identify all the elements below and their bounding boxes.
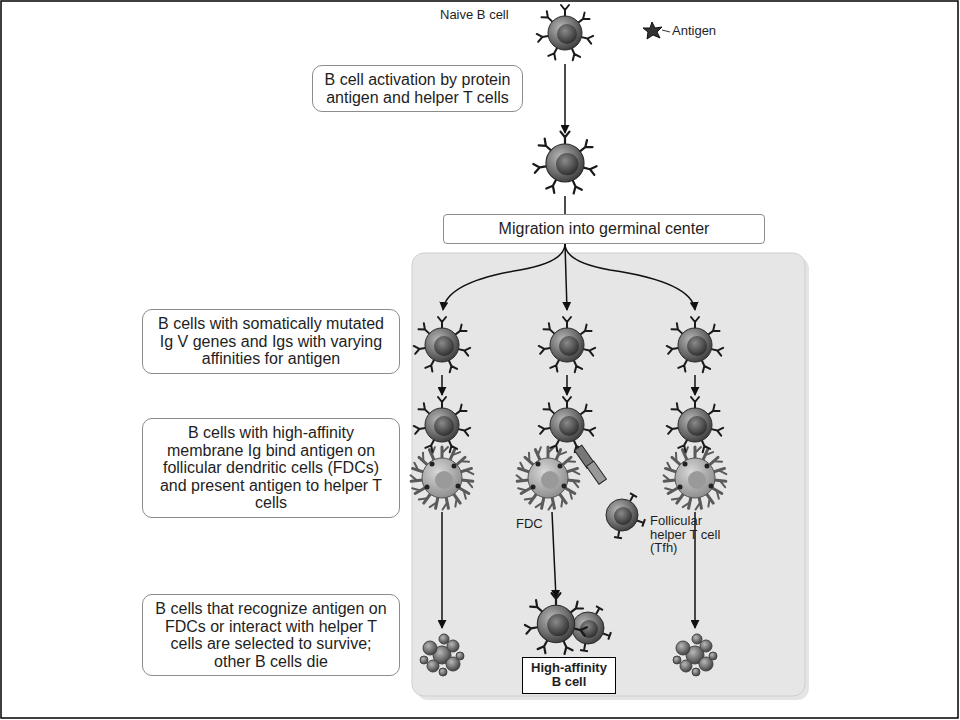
activated-b-cell xyxy=(533,132,596,194)
node-text: B cells that recognize antigen on FDCs o… xyxy=(151,600,391,670)
node-text: B cells with somatically mutated Ig V ge… xyxy=(151,315,391,368)
step-description: B cells with somatically mutated Ig V ge… xyxy=(142,309,400,374)
process-box: B cell activation by protein antigen and… xyxy=(312,65,523,112)
node-text: B cell activation by protein antigen and… xyxy=(321,71,514,106)
apoptotic-b-cell xyxy=(420,634,464,676)
branch-arrows xyxy=(443,244,695,310)
antigen-binding-b-cells xyxy=(414,397,723,452)
apoptotic-b-cell xyxy=(673,634,717,676)
result-box: High-affinity B cell xyxy=(522,657,616,694)
surviving-cells xyxy=(525,593,611,654)
tfh-label: Follicular helper T cell (Tfh) xyxy=(650,514,724,555)
b-t-interaction xyxy=(574,445,645,538)
flow-line xyxy=(564,196,566,215)
naive-b-cell xyxy=(537,5,593,60)
antigen-symbol xyxy=(643,22,670,39)
fdc-label: FDC xyxy=(516,517,550,531)
node-text: Migration into germinal center xyxy=(452,220,756,238)
germinal-center-region xyxy=(412,253,805,696)
fdc-cells xyxy=(411,447,727,510)
mutated-b-cells xyxy=(414,317,723,372)
process-box: Migration into germinal center xyxy=(443,214,765,244)
node-text: B cells with high-affinity membrane Ig b… xyxy=(151,424,391,512)
step-description: B cells with high-affinity membrane Ig b… xyxy=(142,418,400,518)
step-description: B cells that recognize antigen on FDCs o… xyxy=(142,594,400,676)
down-arrows xyxy=(442,375,695,395)
cell-label: Naive B cell xyxy=(440,8,530,22)
flow-arrow xyxy=(564,64,566,133)
antigen-label: Antigen xyxy=(672,24,742,38)
node-text: High-affinity B cell xyxy=(527,661,611,690)
